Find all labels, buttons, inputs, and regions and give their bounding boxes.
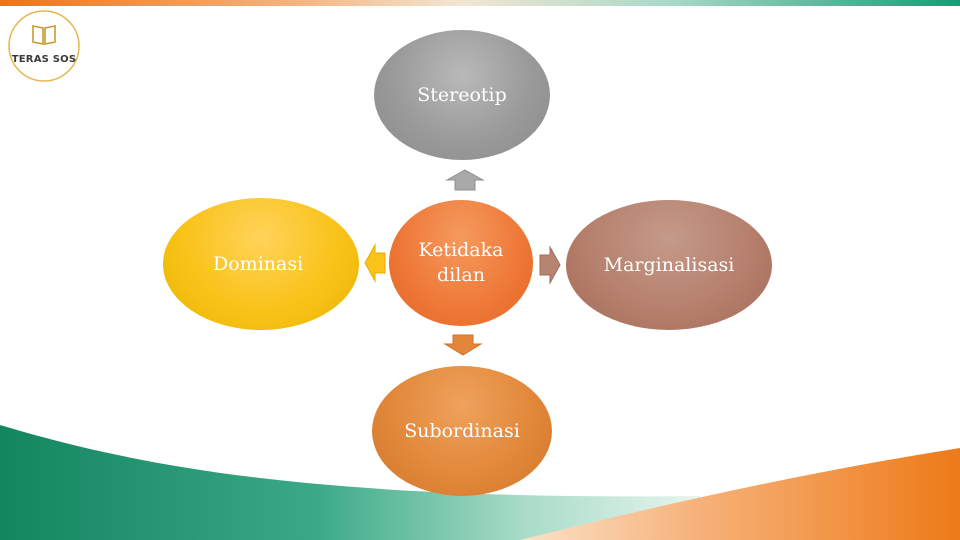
green-wave bbox=[0, 425, 700, 540]
arrow-left-icon bbox=[364, 243, 386, 283]
open-book-icon bbox=[32, 25, 56, 45]
arrow-down-icon bbox=[443, 334, 483, 356]
logo-text: TERAS SOS bbox=[11, 54, 77, 65]
logo: TERAS SOS bbox=[6, 8, 82, 84]
node-center-label: Ketidaka dilan bbox=[418, 239, 504, 286]
node-center-ketidakadilan: Ketidaka dilan bbox=[389, 200, 533, 326]
node-stereotip-label: Stereotip bbox=[417, 83, 507, 106]
orange-wave bbox=[520, 448, 960, 540]
node-subordinasi-label: Subordinasi bbox=[404, 419, 520, 442]
node-marginalisasi-label: Marginalisasi bbox=[603, 253, 735, 276]
node-dominasi-label: Dominasi bbox=[213, 252, 304, 275]
logo-badge bbox=[8, 10, 80, 82]
arrow-up-icon bbox=[445, 169, 485, 191]
node-marginalisasi: Marginalisasi bbox=[566, 200, 772, 330]
arrow-right-icon bbox=[539, 245, 561, 285]
node-subordinasi: Subordinasi bbox=[372, 366, 552, 496]
node-dominasi: Dominasi bbox=[163, 198, 359, 330]
node-stereotip: Stereotip bbox=[374, 30, 550, 160]
top-accent-bar bbox=[0, 0, 960, 6]
